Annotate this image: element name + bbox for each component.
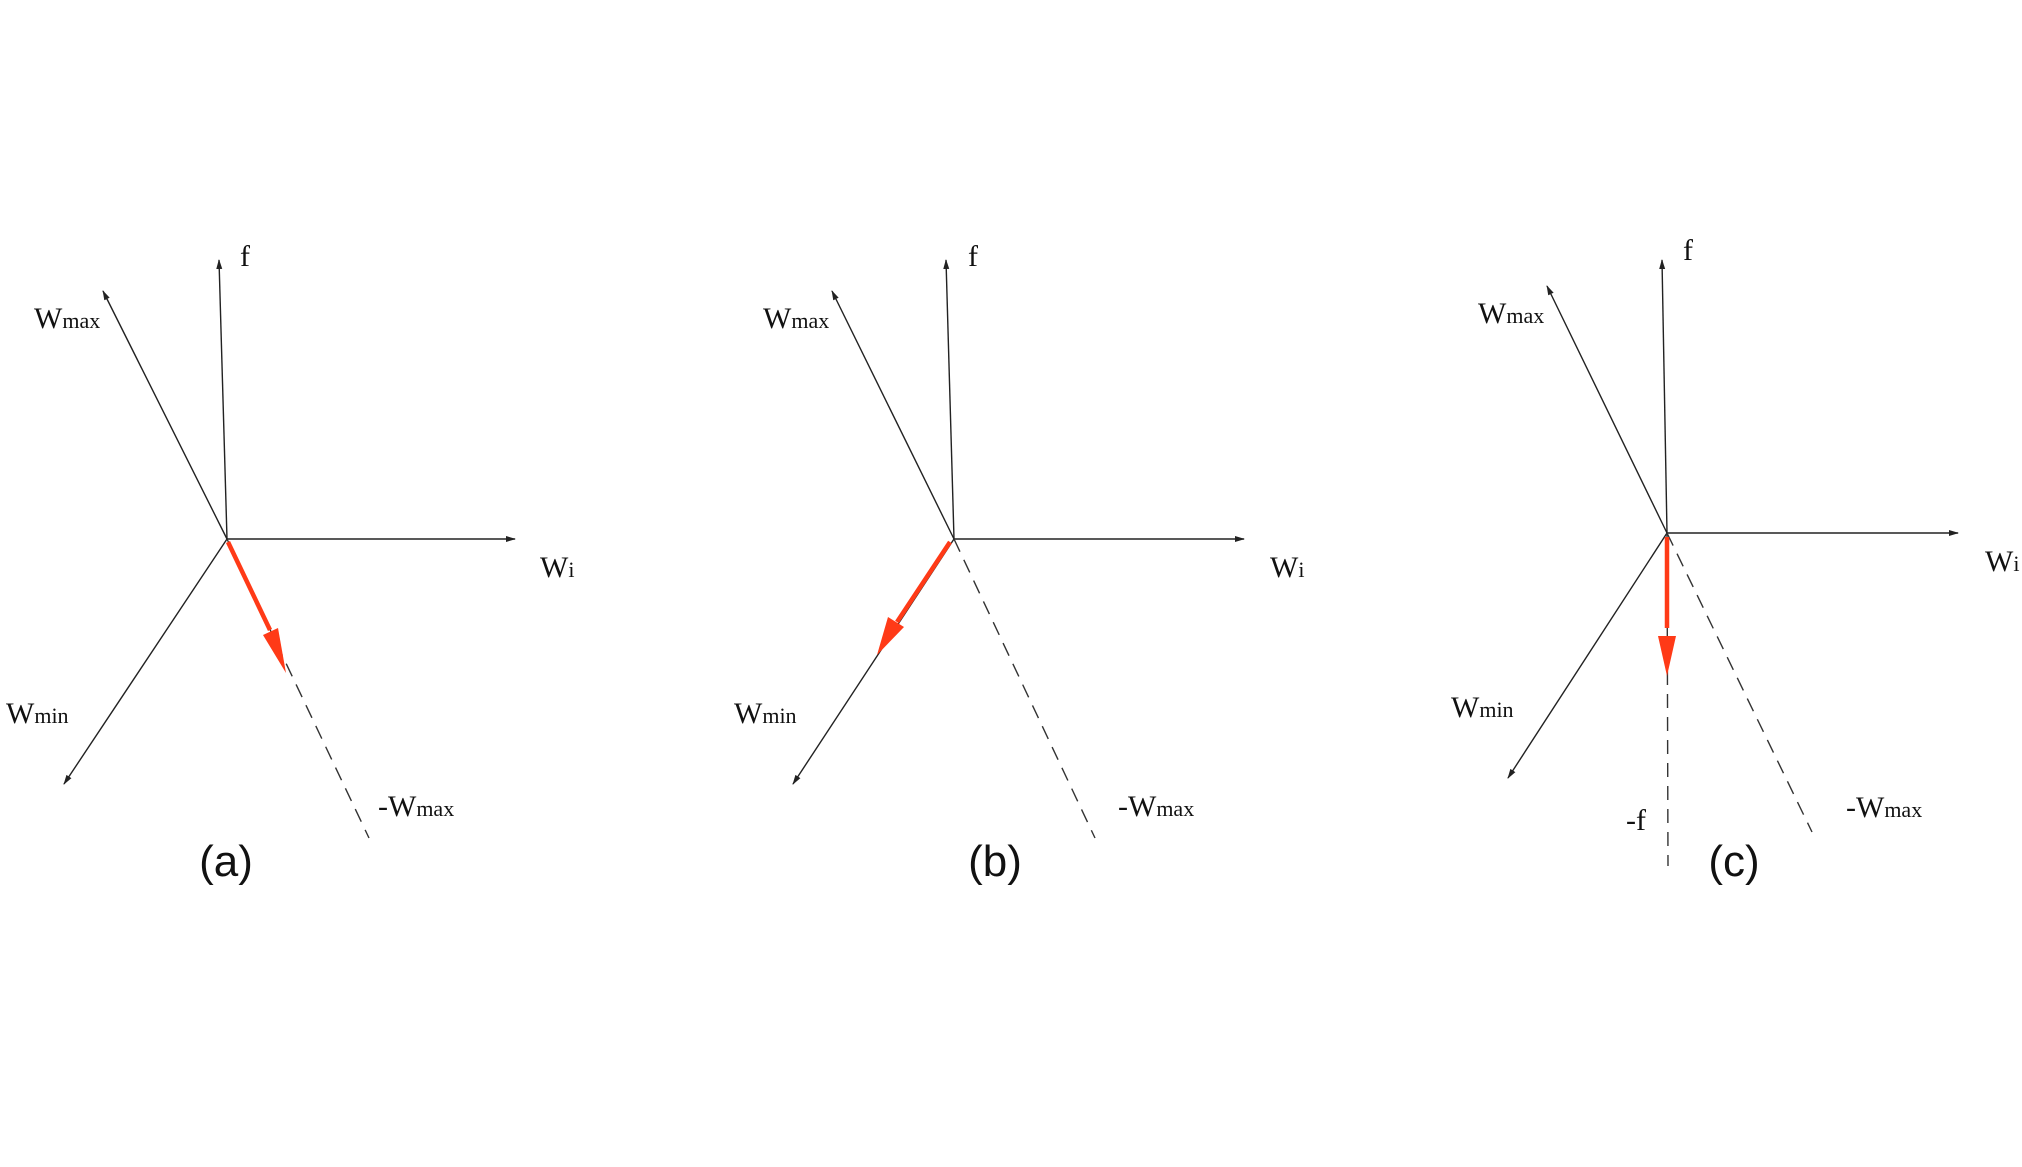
neg-wmax-label: -Wmax <box>378 790 454 823</box>
wmax-axis <box>1546 285 1668 534</box>
wmax-label: Wmax <box>763 302 829 335</box>
f-axis <box>216 259 228 540</box>
f-axis <box>943 259 955 540</box>
wmin-axis <box>1507 532 1668 779</box>
highlight-vector-shaft <box>225 541 273 631</box>
panel-b: f Wmax Wi Wmin -Wmax (b) <box>734 240 1304 886</box>
panel-caption-c: (c) <box>1708 837 1759 886</box>
wmax-label: Wmax <box>1478 297 1544 330</box>
wmin-label: Wmin <box>6 697 69 730</box>
f-label: f <box>968 240 978 273</box>
neg-wmax-label: -Wmax <box>1118 790 1194 823</box>
neg-wmax-label: -Wmax <box>1846 791 1922 824</box>
wmax-axis <box>831 290 955 540</box>
wmax-label: Wmax <box>34 302 100 335</box>
panel-c: f Wmax Wi Wmin -Wmax -f (c) <box>1451 234 2019 886</box>
wmin-label: Wmin <box>734 697 797 730</box>
wi-label: Wi <box>1270 551 1304 584</box>
neg-f-label: -f <box>1626 804 1646 837</box>
wi-label: Wi <box>1985 545 2019 578</box>
panel-a: f Wmax Wi Wmin -Wmax (a) <box>6 240 574 886</box>
highlight-vector-arrowhead <box>263 628 286 673</box>
wmax-axis <box>102 290 228 540</box>
wmin-label: Wmin <box>1451 691 1514 724</box>
neg-wmax-dashed-line <box>1666 532 1813 833</box>
highlight-vector-arrowhead <box>1658 636 1676 676</box>
highlight-vector-arrowhead <box>877 617 904 655</box>
highlight-vector-shaft <box>895 540 952 624</box>
f-label: f <box>240 240 250 273</box>
panel-caption-a: (a) <box>199 837 253 886</box>
wmin-axis <box>63 538 228 785</box>
f-label: f <box>1683 234 1693 267</box>
panel-caption-b: (b) <box>968 837 1022 886</box>
f-axis <box>1659 259 1668 534</box>
wi-label: Wi <box>540 551 574 584</box>
neg-wmax-dashed-line <box>953 538 1096 839</box>
